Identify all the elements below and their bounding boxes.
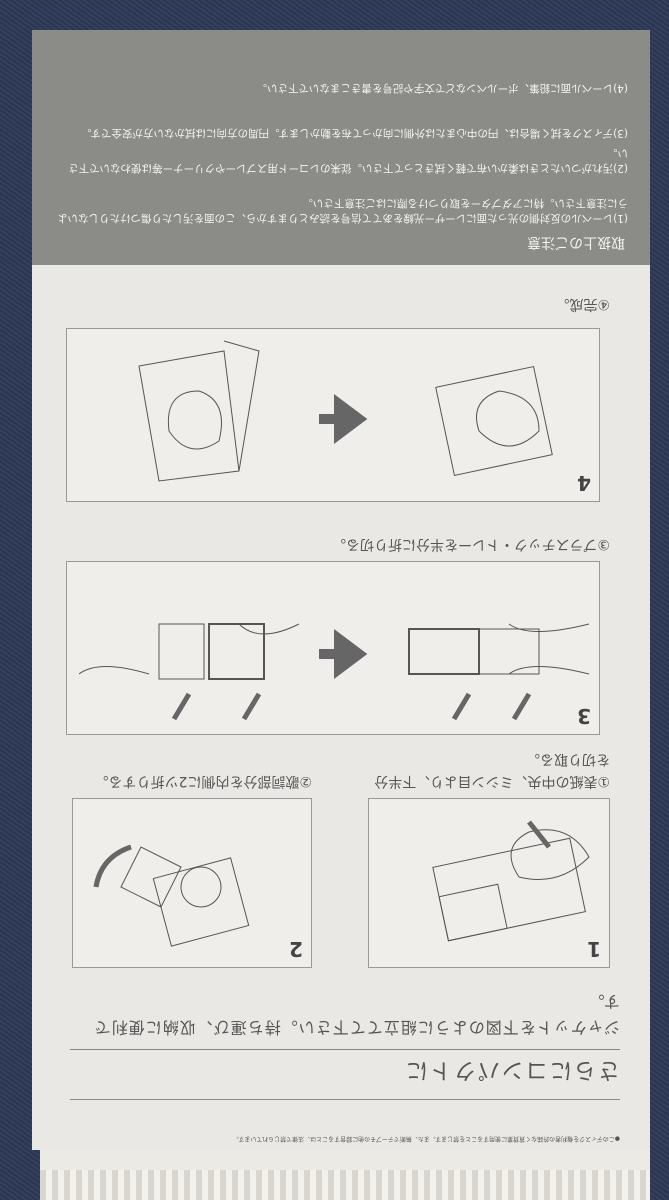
note-item: (1)レーベルの反対側の光った面にレーザー光線をあてて信号を読みとりますから、こ… — [57, 197, 628, 224]
plastic-tray — [40, 1150, 650, 1200]
note-item: (4)レーベル面に鉛筆、ボールペンなどで文字や記号を書きこまないで下さい。 — [256, 82, 628, 94]
tray-slots — [40, 1170, 650, 1200]
note-item: (2)汚れがついたときは柔かい布で軽く拭きとって下さい。従来のレコード用スプレー… — [68, 147, 628, 174]
step-1-panel: 1 — [368, 798, 610, 968]
notes-title: 取扱上のご注意 — [527, 234, 625, 250]
heading: さらにコンパクトに — [403, 1057, 620, 1082]
step-4-illustration — [138, 340, 553, 482]
note-item: (3)ディスクを拭く場合は、円の中心または外側に向かって布を動かします。円周の方… — [80, 127, 628, 139]
intro-text: ジャケットを下図のように組立てて下さい。持ち運び、収納に便利です。 — [93, 992, 620, 1037]
step-4-caption: ④完成。 — [555, 296, 610, 312]
step-1-illustration — [432, 820, 590, 942]
instruction-card: ●このディスクを権利者の許諾なく賃貸業に使用することを禁じます。また、無断でテー… — [32, 30, 650, 1150]
handling-notes: 取扱上のご注意 (1)レーベルの反対側の光った面にレーザー光線をあてて信号を読み… — [32, 30, 650, 265]
step-1-caption: ①表紙の中央、ミシン目より、下半分を切り取る。 — [374, 751, 610, 789]
step-4-panel: 4 — [66, 328, 600, 502]
divider — [70, 1049, 620, 1050]
copyright-notice: ●このディスクを権利者の許諾なく賃貸業に使用することを禁じます。また、無断でテー… — [232, 1135, 620, 1142]
step-2-illustration — [93, 844, 250, 947]
step-2-caption: ②歌詞部分を内側に2ツ折りする。 — [94, 773, 312, 789]
divider — [70, 1099, 620, 1100]
step-3-illustration — [78, 623, 590, 721]
step-3-caption: ③プラスチック・トレーを半分に折り切る。 — [332, 536, 610, 552]
step-3-panel: 3 — [66, 561, 600, 735]
step-2-panel: 2 — [72, 798, 312, 968]
